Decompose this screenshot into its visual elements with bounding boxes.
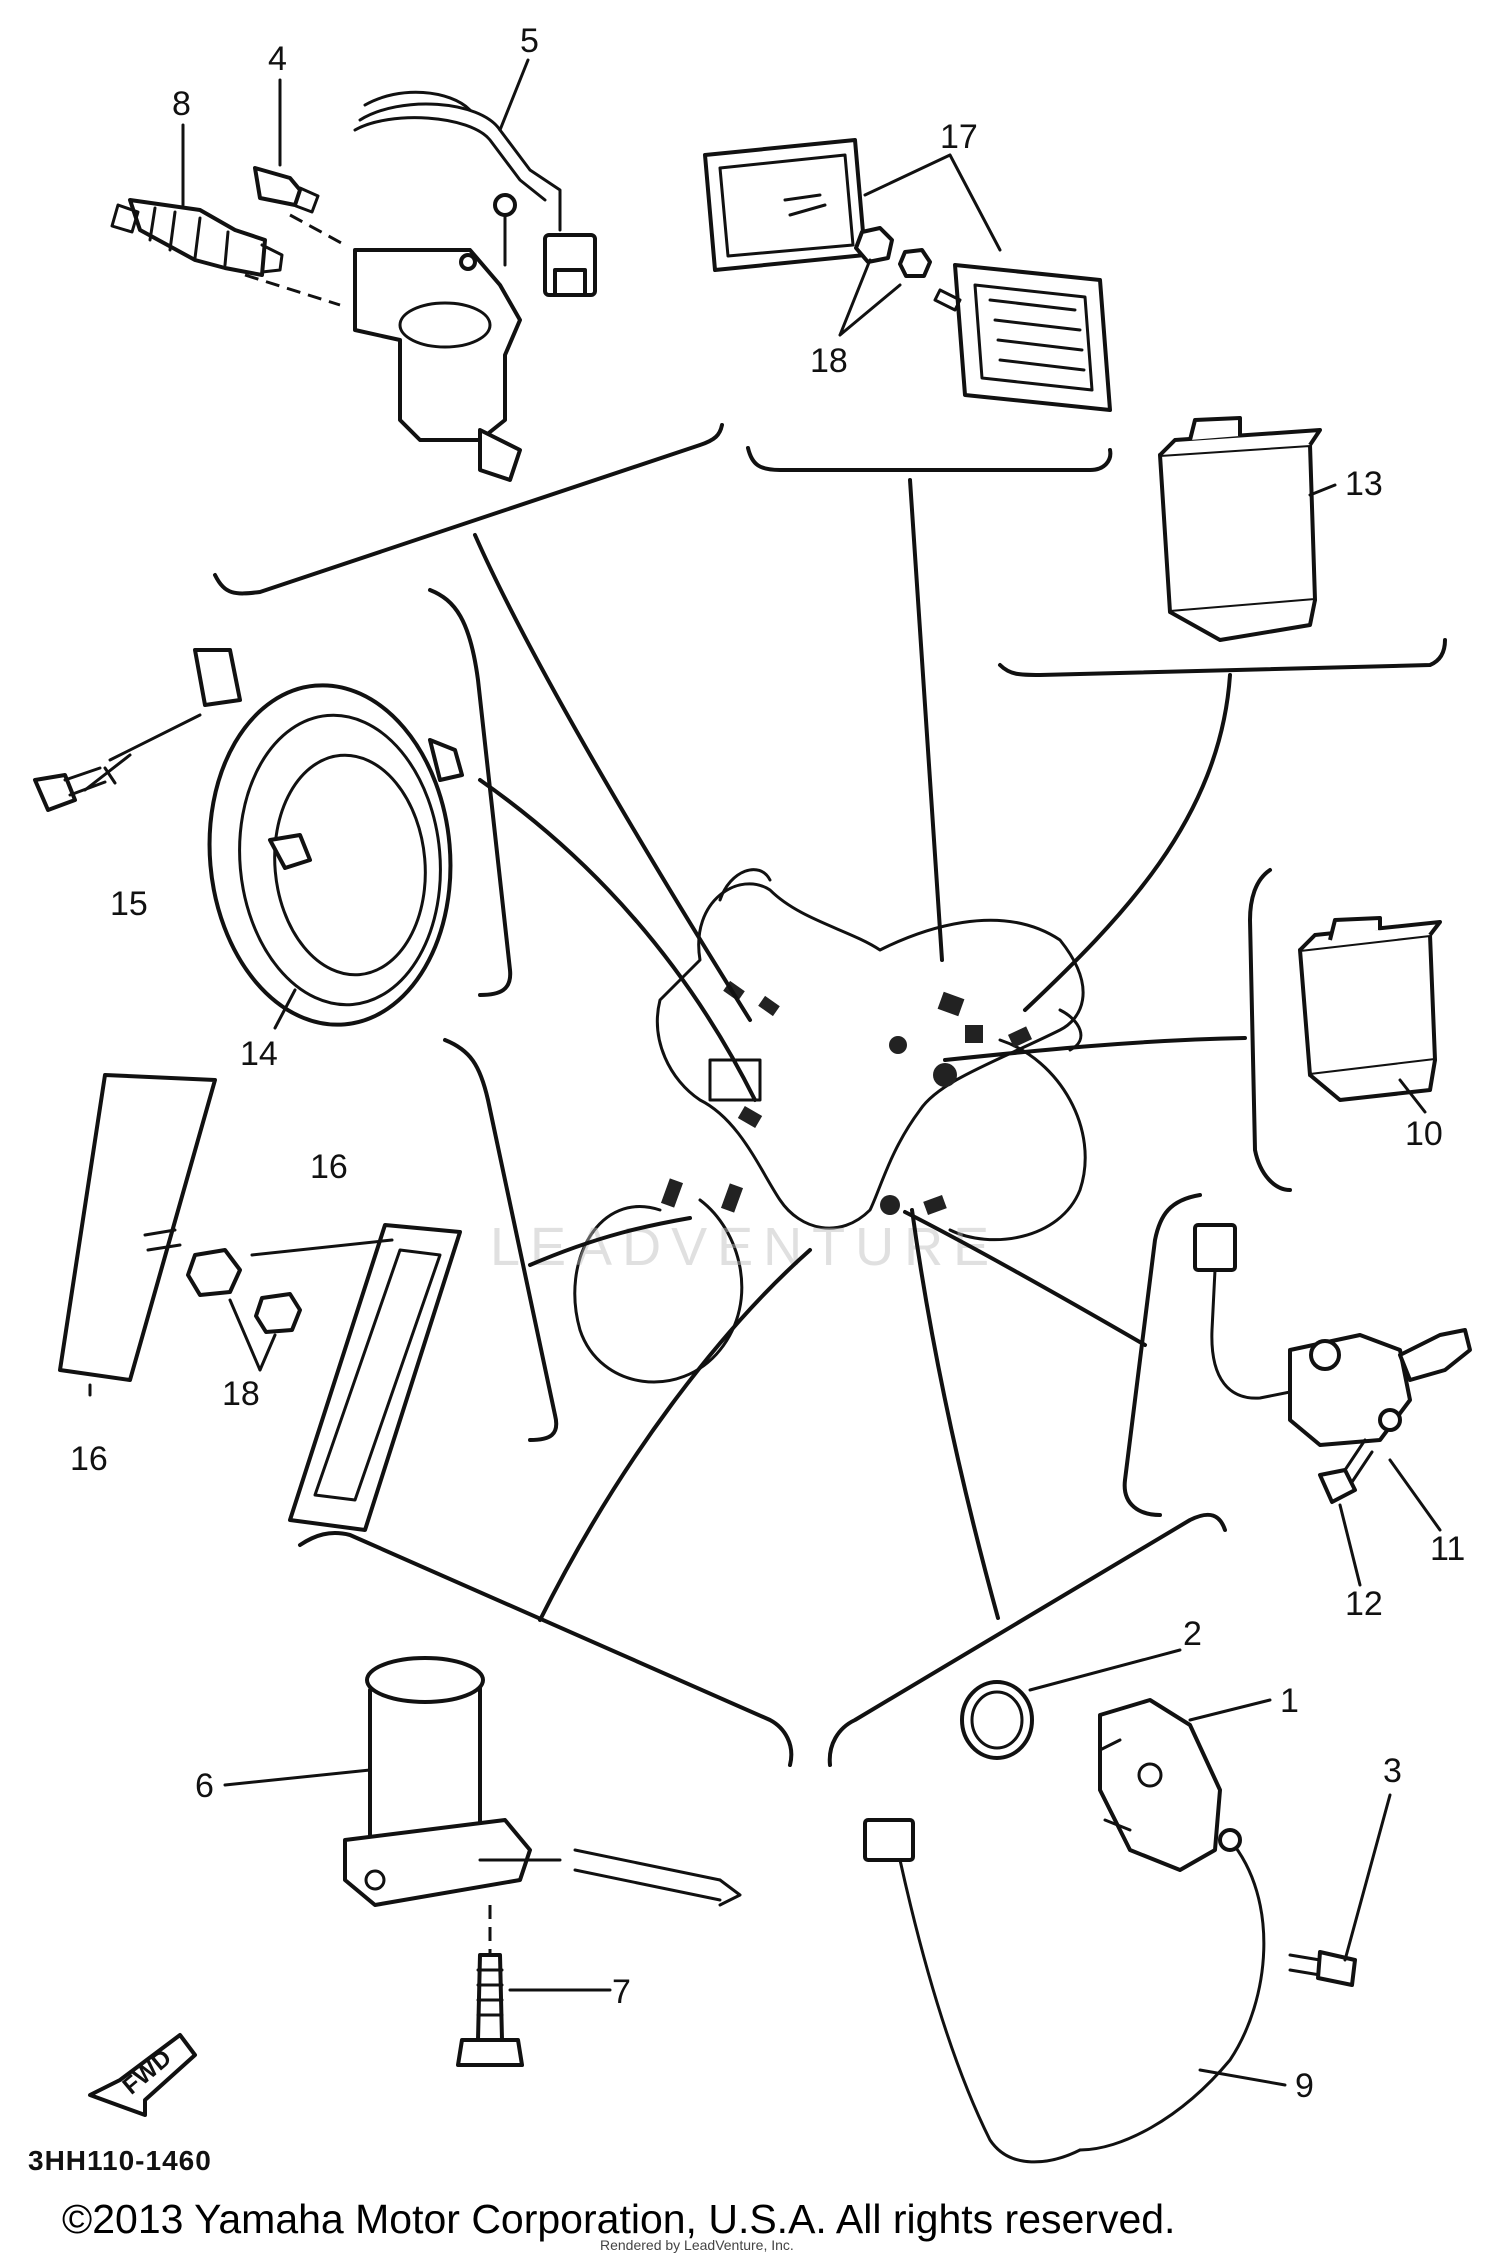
callout-1: 1 xyxy=(1280,1682,1299,1720)
callout-15: 15 xyxy=(110,885,148,923)
callout-9: 9 xyxy=(1295,2067,1314,2105)
reflector-nuts-18-top xyxy=(854,226,932,278)
pickup-coil-1 xyxy=(1098,1698,1222,1872)
side-reflector-16-right xyxy=(288,1223,462,1532)
copyright-notice: ©2013 Yamaha Motor Corporation, U.S.A. A… xyxy=(62,2196,1175,2242)
frame-outline xyxy=(573,868,1087,1384)
callout-17: 17 xyxy=(940,118,978,156)
callout-11: 11 xyxy=(1430,1530,1465,1568)
callout-12: 12 xyxy=(1345,1585,1383,1623)
rear-reflector-17 xyxy=(703,138,1112,412)
callout-14: 14 xyxy=(240,1035,278,1073)
overlay-credit: Rendered by LeadVenture, Inc. xyxy=(600,2237,794,2253)
bracket-lines xyxy=(213,423,1447,1767)
callout-6: 6 xyxy=(195,1767,214,1805)
lead-wire-9 xyxy=(863,1818,1266,2164)
horn-bolt-15 xyxy=(33,713,202,812)
callout-2: 2 xyxy=(1183,1615,1202,1653)
o-ring-2 xyxy=(960,1680,1034,1760)
callout-7: 7 xyxy=(612,1973,631,2011)
switch-screw-12 xyxy=(1318,1438,1374,1504)
callout-18-top: 18 xyxy=(810,342,848,380)
fwd-arrow xyxy=(88,2033,197,2117)
drawing-code: 3HH110-1460 xyxy=(28,2145,212,2176)
callout-13: 13 xyxy=(1345,465,1383,503)
wire-lead-5 xyxy=(353,90,597,297)
callout-3: 3 xyxy=(1383,1752,1402,1790)
callout-16-left: 16 xyxy=(70,1440,108,1478)
callout-10: 10 xyxy=(1405,1115,1443,1153)
callout-16-right: 16 xyxy=(310,1148,348,1186)
reflector-nuts-18-mid xyxy=(186,1248,302,1334)
relay-13 xyxy=(1158,416,1322,642)
callout-labels: 4 8 5 17 18 13 15 14 10 16 16 18 11 12 2… xyxy=(70,22,1465,2105)
plug-cap-bolt-4 xyxy=(253,166,320,214)
callout-18-mid: 18 xyxy=(222,1375,260,1413)
callout-8: 8 xyxy=(172,85,191,123)
solenoid-bolt-7 xyxy=(456,1953,524,2067)
neutral-switch-11 xyxy=(1193,1223,1472,1447)
horn-14 xyxy=(193,648,464,1027)
connector-marks xyxy=(660,980,1033,1215)
starter-solenoid-6 xyxy=(343,1656,742,1955)
spark-plug-8 xyxy=(110,198,284,277)
relay-10 xyxy=(1298,916,1442,1102)
callout-leaders xyxy=(83,58,1442,2087)
callout-4: 4 xyxy=(268,40,287,78)
side-reflector-16-left xyxy=(58,1073,217,1382)
ignition-coil xyxy=(244,213,522,482)
callout-5: 5 xyxy=(520,22,539,60)
watermark: LEADVENTURE xyxy=(490,1217,999,1277)
